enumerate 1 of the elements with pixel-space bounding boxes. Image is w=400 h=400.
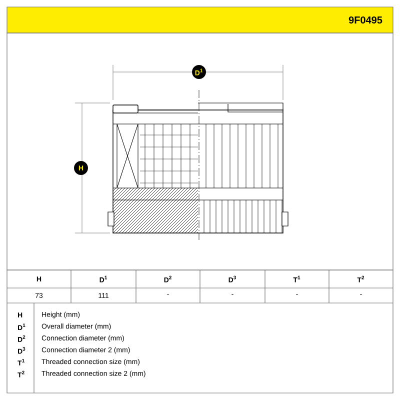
part-number: 9F0495 (348, 16, 382, 24)
